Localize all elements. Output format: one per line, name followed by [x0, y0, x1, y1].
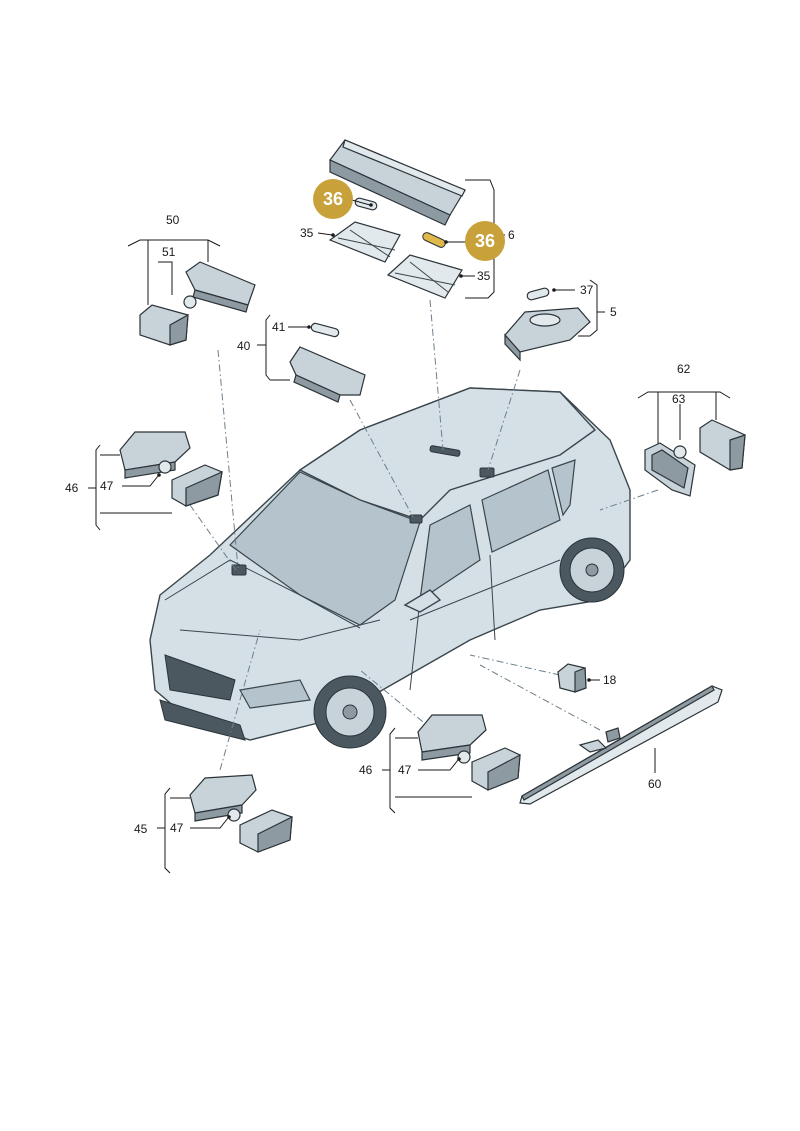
- label-62: 62: [677, 362, 691, 376]
- label-46-left: 46: [65, 481, 79, 495]
- label-35-left: 35: [300, 226, 314, 240]
- label-50: 50: [166, 213, 180, 227]
- label-5: 5: [610, 305, 617, 319]
- label-45: 45: [134, 822, 148, 836]
- label-63: 63: [672, 392, 686, 406]
- lamp-group-45: 45 47: [134, 774, 293, 874]
- car-illustration: [149, 387, 631, 749]
- lamp-group-50: 50 51: [127, 213, 256, 346]
- label-51: 51: [162, 245, 176, 259]
- badge-36-right: [465, 221, 505, 261]
- label-47-bottom: 47: [170, 821, 184, 835]
- lamp-group-5: 37 5: [504, 279, 617, 362]
- label-40: 40: [237, 339, 251, 353]
- roof-console-group: 36 36 35 35 6: [300, 139, 515, 299]
- lamp-group-62: 62 63: [637, 362, 746, 497]
- lamp-group-46-left: 46 47: [65, 431, 223, 531]
- label-60: 60: [648, 777, 662, 791]
- lamp-group-40: 41 40: [237, 314, 366, 403]
- label-37: 37: [580, 283, 594, 297]
- label-18: 18: [603, 673, 617, 687]
- badge-36-right-text: 36: [475, 231, 495, 251]
- sill-strip-group-60: 60: [519, 685, 723, 805]
- label-46-right: 46: [359, 763, 373, 777]
- label-41: 41: [272, 320, 286, 334]
- label-47-left: 47: [100, 479, 114, 493]
- label-47-right: 47: [398, 763, 412, 777]
- switch-group-18: 18: [557, 663, 617, 693]
- badge-36-left: [313, 179, 353, 219]
- lamp-group-46-right: 46 47: [359, 714, 521, 814]
- label-6: 6: [508, 228, 515, 242]
- highlighted-bulb-icon: [422, 232, 446, 248]
- label-35-right: 35: [477, 269, 491, 283]
- badge-36-left-text: 36: [323, 189, 343, 209]
